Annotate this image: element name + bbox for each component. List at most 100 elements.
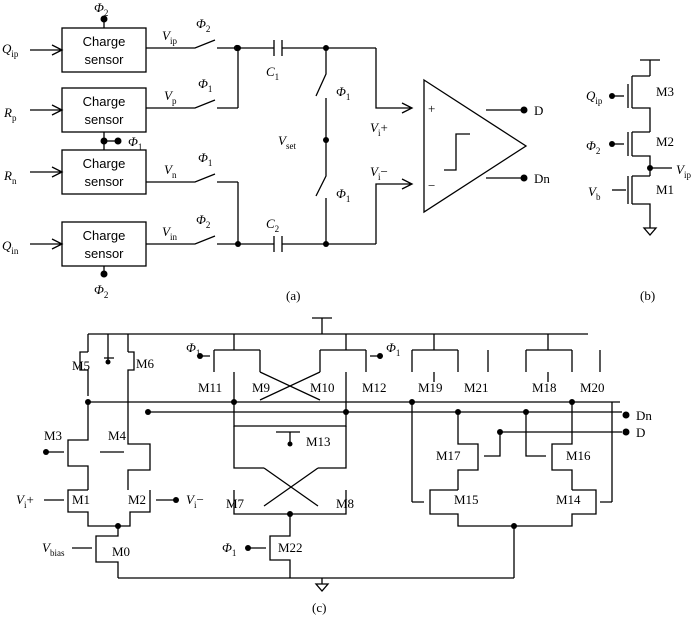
caption-c: (c): [312, 600, 326, 615]
vi-minus-label: Vi−: [370, 164, 388, 182]
sensor-label-3b: sensor: [84, 174, 124, 189]
sw-phi-3: Φ1: [198, 150, 212, 168]
m5-m6-gate-node: [105, 359, 111, 365]
m3-c: [67, 402, 89, 490]
wire-to-minus: [375, 178, 414, 244]
m3-c-label: M3: [44, 428, 62, 443]
dn-node: [622, 411, 630, 419]
phi-label-mid: Φ1: [128, 134, 142, 152]
m10-label: M10: [310, 380, 335, 395]
sensor-label-4b: sensor: [84, 246, 124, 261]
phi-node-bot: [100, 270, 108, 278]
m20-label: M20: [580, 380, 605, 395]
m9-label: M9: [252, 380, 270, 395]
m4-c-label: M4: [108, 428, 127, 443]
m18-label: M18: [532, 380, 557, 395]
comparator-minus: −: [428, 178, 435, 193]
m22-phi-label: Φ1: [222, 540, 236, 558]
c1-label: C1: [266, 64, 279, 82]
m1-b-label: M1: [656, 182, 674, 197]
out-stage-top: [433, 334, 549, 350]
out-dn-label: Dn: [534, 171, 550, 186]
input-arrow-1: [30, 44, 64, 56]
latch-phi-left: [197, 353, 203, 359]
phi-label-top: Φ2: [94, 0, 108, 18]
m8-label: M8: [336, 496, 354, 511]
m4-c: [127, 412, 151, 490]
sensor-label-3a: Charge: [83, 156, 126, 171]
m22-gate-node: [245, 545, 251, 551]
m2-b-gate-node: [609, 141, 615, 147]
m13-label: M13: [306, 434, 331, 449]
phi-node-mid2: [114, 137, 122, 145]
gnd-c: [314, 578, 330, 592]
m14-m15-gate-wires: [411, 402, 613, 502]
m0-c: [95, 526, 119, 578]
sensor-label-1b: sensor: [84, 52, 124, 67]
node-m5-bus: [85, 399, 91, 405]
m13-wires: [233, 402, 347, 427]
vip-label: Vip: [162, 28, 177, 46]
reset-switch-bot: [315, 140, 327, 244]
vdd-b: [640, 59, 660, 76]
vi-minus-c-label: Vi−: [186, 492, 204, 510]
m21-label: M21: [464, 380, 489, 395]
m16-label: M16: [566, 448, 591, 463]
c2-label: C2: [266, 216, 279, 234]
m2-c: [118, 490, 151, 527]
m17-c: [457, 412, 479, 490]
m7-label: M7: [226, 496, 245, 511]
sensor-label-2a: Charge: [83, 94, 126, 109]
m7-m8-top: [233, 426, 347, 469]
input-arrow-4: [30, 238, 64, 250]
vset-label: Vset: [278, 133, 296, 151]
vi-plus-c-label: Vi+: [16, 492, 34, 510]
reset-switch-top: [315, 48, 327, 140]
m3-b-label: M3: [656, 84, 674, 99]
sensor-label-2b: sensor: [84, 112, 124, 127]
hysteresis-symbol: [444, 133, 470, 171]
panel-a: Charge sensor Charge sensor Charge senso…: [2, 0, 550, 303]
q-b-label: Qip: [586, 88, 603, 106]
m11-label: M11: [198, 380, 222, 395]
vin-label: Vin: [162, 224, 177, 242]
vp-label: Vp: [164, 88, 177, 106]
switch-p: [146, 99, 238, 109]
out-stage-legs: [411, 350, 601, 372]
m6-label: M6: [136, 356, 155, 371]
caption-a: (a): [286, 288, 300, 303]
sensor-label-4a: Charge: [83, 228, 126, 243]
cap-c1: [238, 40, 376, 56]
m1-c-label: M1: [72, 492, 90, 507]
m5-label: M5: [72, 358, 90, 373]
reset-phi-top: Φ1: [336, 84, 350, 102]
input-label-3: Rn: [3, 168, 17, 186]
m5-m6-top: [87, 334, 129, 352]
switch-n: [146, 173, 238, 183]
panel-c: M5 M6 Dn D M3 M4 Vi+ M1 M2 Vi− Vbias M0: [16, 317, 652, 615]
switch-ip: [146, 39, 238, 49]
m3-b: [627, 75, 651, 132]
node-m6-bus: [145, 409, 151, 415]
m16-c: [551, 402, 573, 490]
sw-phi-4: Φ2: [196, 212, 210, 230]
m15-label: M15: [454, 492, 479, 507]
input-arrow-2: [30, 104, 64, 116]
vi-plus-label: Vi+: [370, 120, 388, 138]
sw-phi-2: Φ1: [198, 76, 212, 94]
latch-pmos-legs: [213, 350, 367, 372]
node-dn-bus: [523, 409, 529, 415]
m22-label: M22: [278, 540, 303, 555]
m16-m17-gates: [484, 412, 546, 457]
caption-b: (b): [640, 288, 655, 303]
vset-node: [323, 137, 329, 143]
phi-label-bot: Φ2: [94, 282, 108, 300]
d-node: [622, 428, 630, 436]
m3-b-gate-node: [609, 93, 615, 99]
reset-phi-bot: Φ1: [336, 186, 350, 204]
m17-label: M17: [436, 448, 461, 463]
dn-label: Dn: [636, 408, 652, 423]
input-label-4: Qin: [2, 238, 19, 256]
